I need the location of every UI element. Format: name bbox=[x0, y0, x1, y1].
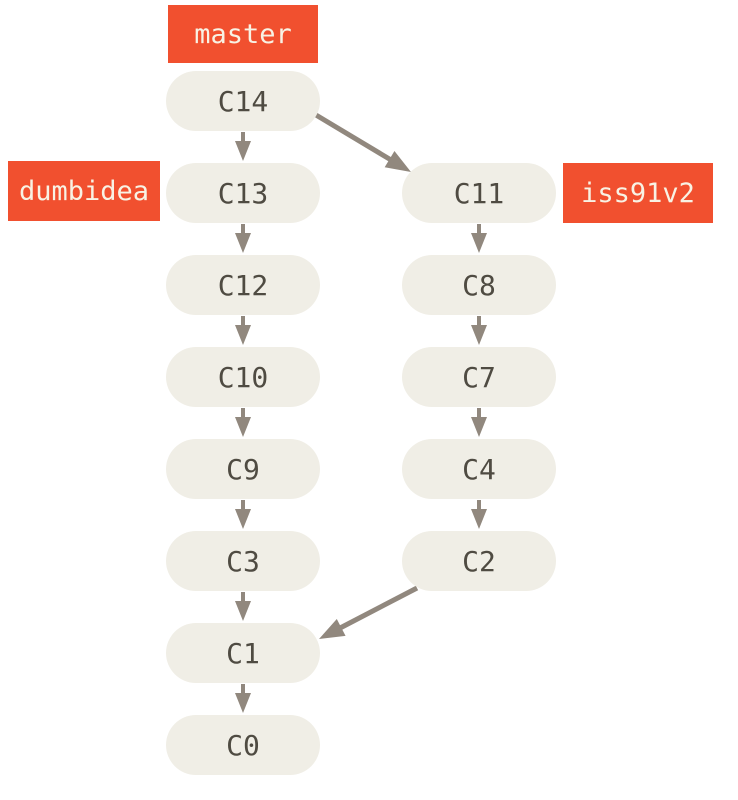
arrow-c3-to-c1 bbox=[235, 592, 251, 621]
commit-node-c14: C14 bbox=[166, 71, 320, 131]
arrow-c2-to-c1 bbox=[319, 585, 419, 639]
commit-node-c8: C8 bbox=[402, 255, 556, 315]
arrow-c8-to-c7 bbox=[471, 316, 487, 345]
arrow-c12-to-c10 bbox=[235, 316, 251, 345]
arrow-c14-to-c13 bbox=[235, 132, 251, 161]
branch-label-iss91v2: iss91v2 bbox=[563, 163, 713, 223]
arrow-c4-to-c2 bbox=[471, 500, 487, 529]
arrow-c11-to-c8 bbox=[471, 224, 487, 253]
arrow-c14-to-c11 bbox=[314, 112, 411, 172]
commit-node-c1: C1 bbox=[166, 623, 320, 683]
arrow-c9-to-c3 bbox=[235, 500, 251, 529]
commit-node-c4: C4 bbox=[402, 439, 556, 499]
arrow-c13-to-c12 bbox=[235, 224, 251, 253]
commit-node-c7: C7 bbox=[402, 347, 556, 407]
commit-node-c12: C12 bbox=[166, 255, 320, 315]
arrow-c10-to-c9 bbox=[235, 408, 251, 437]
commit-node-c13: C13 bbox=[166, 163, 320, 223]
commit-node-c9: C9 bbox=[166, 439, 320, 499]
commit-node-c3: C3 bbox=[166, 531, 320, 591]
commit-node-c10: C10 bbox=[166, 347, 320, 407]
branch-label-dumbidea: dumbidea bbox=[8, 161, 160, 221]
arrow-c7-to-c4 bbox=[471, 408, 487, 437]
commit-node-c0: C0 bbox=[166, 715, 320, 775]
branch-label-master: master bbox=[168, 5, 318, 63]
commit-node-c2: C2 bbox=[402, 531, 556, 591]
commit-node-c11: C11 bbox=[402, 163, 556, 223]
arrow-c1-to-c0 bbox=[235, 684, 251, 713]
